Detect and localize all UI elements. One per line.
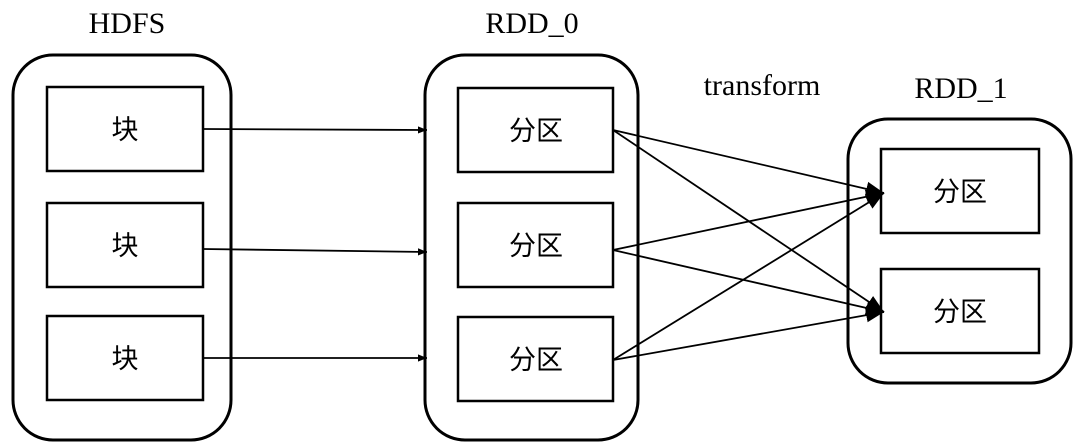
hdfs-block: 块 [45,314,205,402]
partition-label: 分区 [509,116,563,147]
partition-label: 分区 [509,231,563,262]
block-label: 块 [112,115,139,146]
rdd0-partition: 分区 [456,86,615,174]
transform-arrow [612,129,885,196]
rdd0-partition: 分区 [456,315,615,403]
partition-label: 分区 [933,177,987,208]
transform-arrow [612,189,885,251]
hdfs-block: 块 [45,85,205,173]
block-to-partition-arrow [202,248,428,256]
rdd0-title: RDD_0 [485,7,578,40]
transform-label: transform [704,69,821,102]
rdd0-partition: 分区 [456,201,615,289]
block-label: 块 [112,231,139,262]
partition-label: 分区 [933,297,987,328]
transform-arrow [612,308,885,361]
hdfs-title: HDFS [89,7,166,40]
block-to-partition-arrow [202,126,428,134]
rdd1-title: RDD_1 [914,72,1007,105]
transform-arrow [612,192,885,361]
hdfs-block: 块 [45,201,205,289]
transform-arrow [612,249,885,316]
rdd1-partition: 分区 [879,147,1041,235]
partition-label: 分区 [509,345,563,376]
rdd1-partition: 分区 [879,267,1041,355]
block-label: 块 [112,344,139,375]
